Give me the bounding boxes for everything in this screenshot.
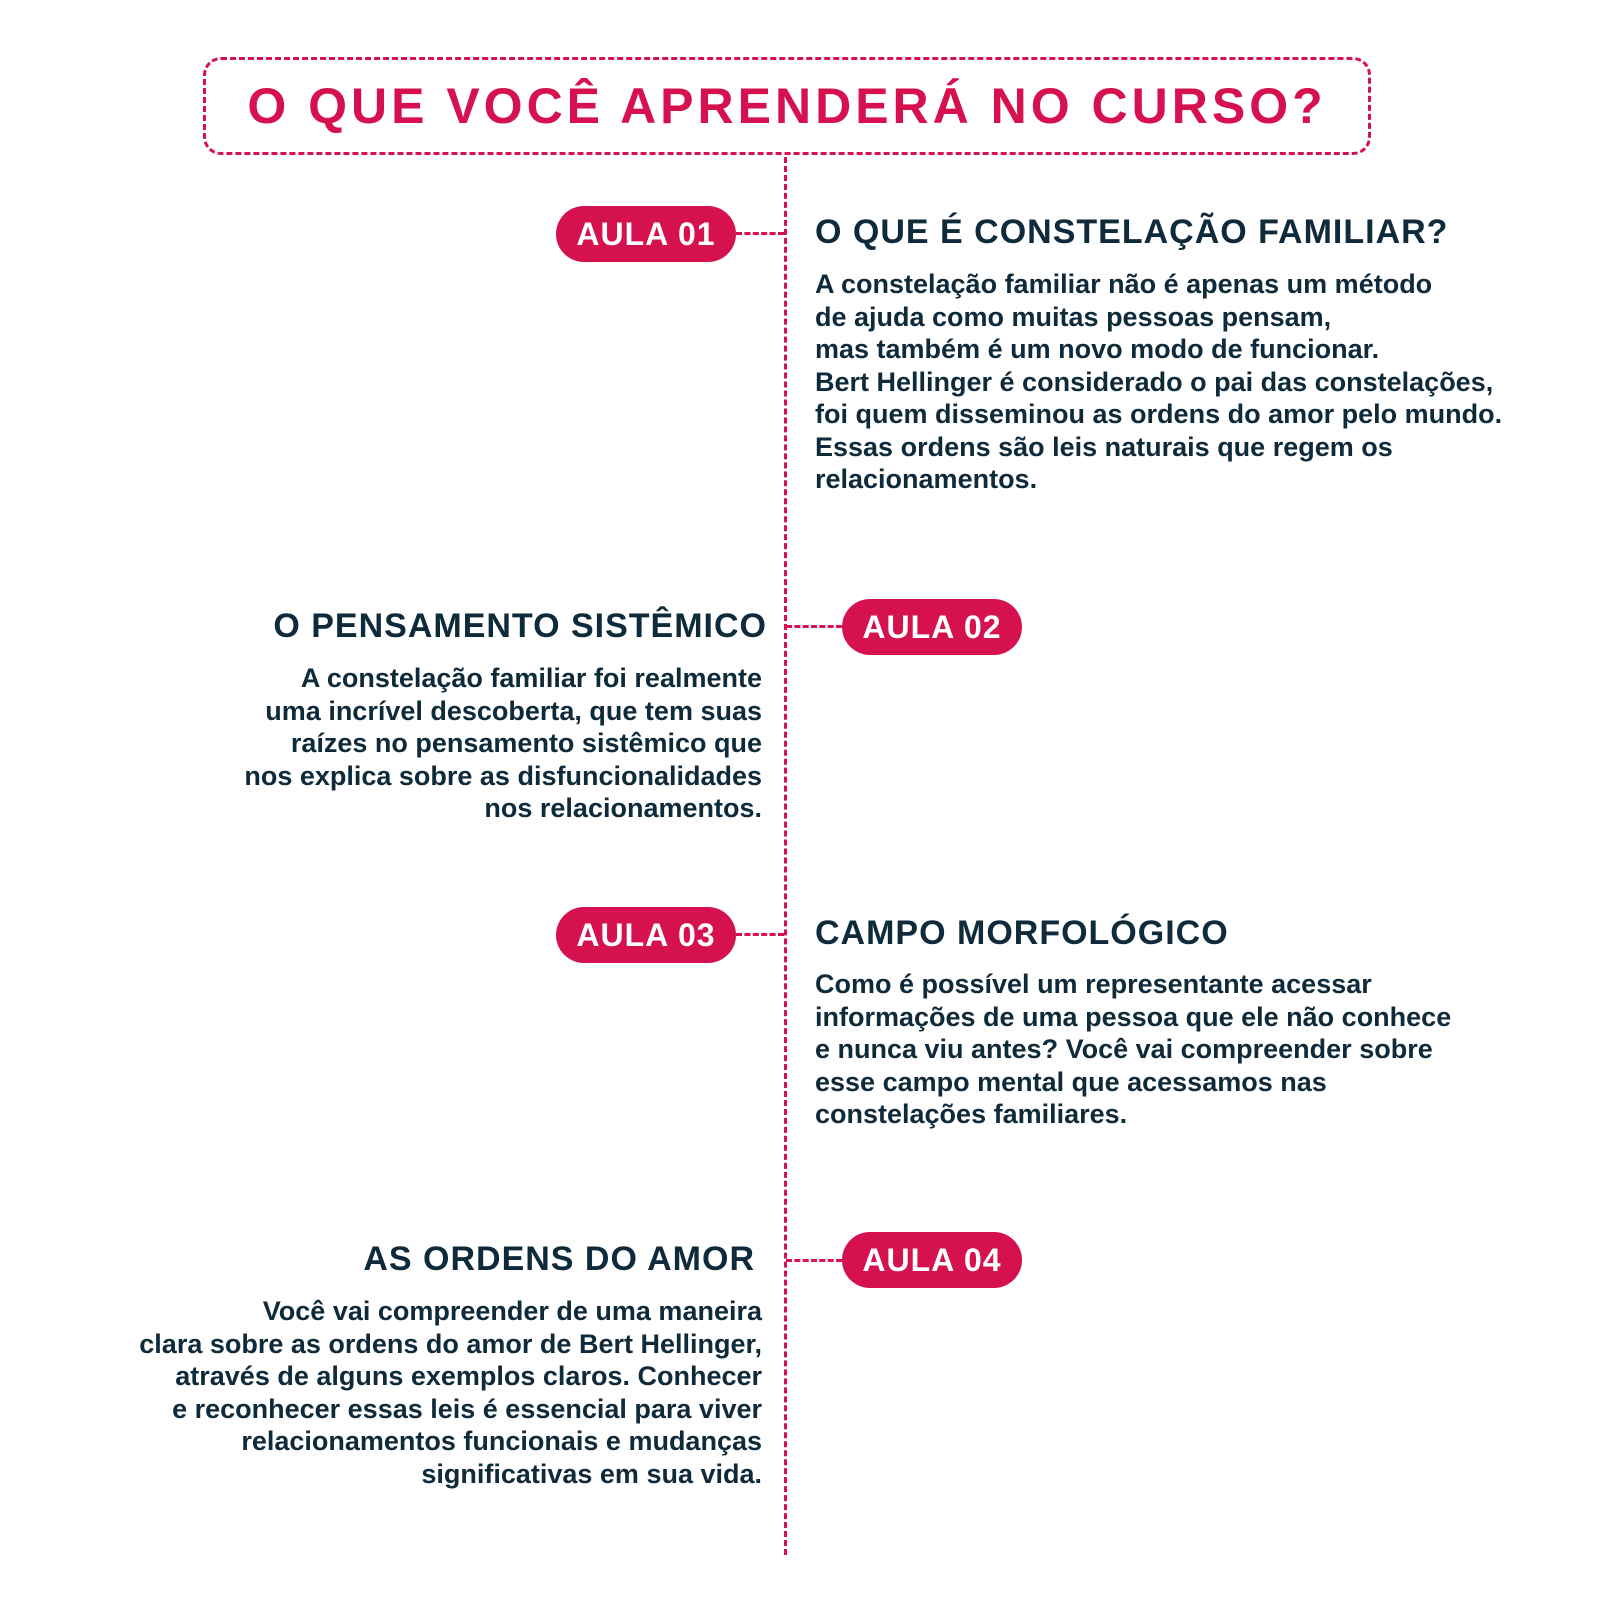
timeline-line <box>784 157 787 1555</box>
lesson-1-connector <box>736 232 784 235</box>
lesson-2-description: A constelação familiar foi realmente uma… <box>244 663 762 823</box>
lesson-3-description: Como é possível um representante acessar… <box>815 969 1452 1129</box>
lesson-4-badge: AULA 04 <box>842 1232 1022 1288</box>
lesson-2-heading: O PENSAMENTO SISTÊMICO <box>273 607 767 645</box>
page-title: O QUE VOCÊ APRENDERÁ NO CURSO? <box>247 78 1327 134</box>
lesson-4-heading: AS ORDENS DO AMOR <box>363 1240 755 1278</box>
lesson-3-heading: CAMPO MORFOLÓGICO <box>815 914 1229 952</box>
lesson-4-description: Você vai compreender de uma maneira clar… <box>139 1296 762 1489</box>
lesson-2-connector <box>786 625 842 628</box>
title-frame: O QUE VOCÊ APRENDERÁ NO CURSO? <box>203 57 1371 155</box>
lesson-2-badge: AULA 02 <box>842 599 1022 655</box>
lesson-3-connector <box>736 933 784 936</box>
lesson-1-description: A constelação familiar não é apenas um m… <box>815 269 1503 494</box>
lesson-1-heading: O QUE É CONSTELAÇÃO FAMILIAR? <box>815 213 1449 251</box>
lesson-4-connector <box>786 1259 842 1262</box>
lesson-3-badge: AULA 03 <box>556 907 736 963</box>
lesson-1-badge: AULA 01 <box>556 206 736 262</box>
